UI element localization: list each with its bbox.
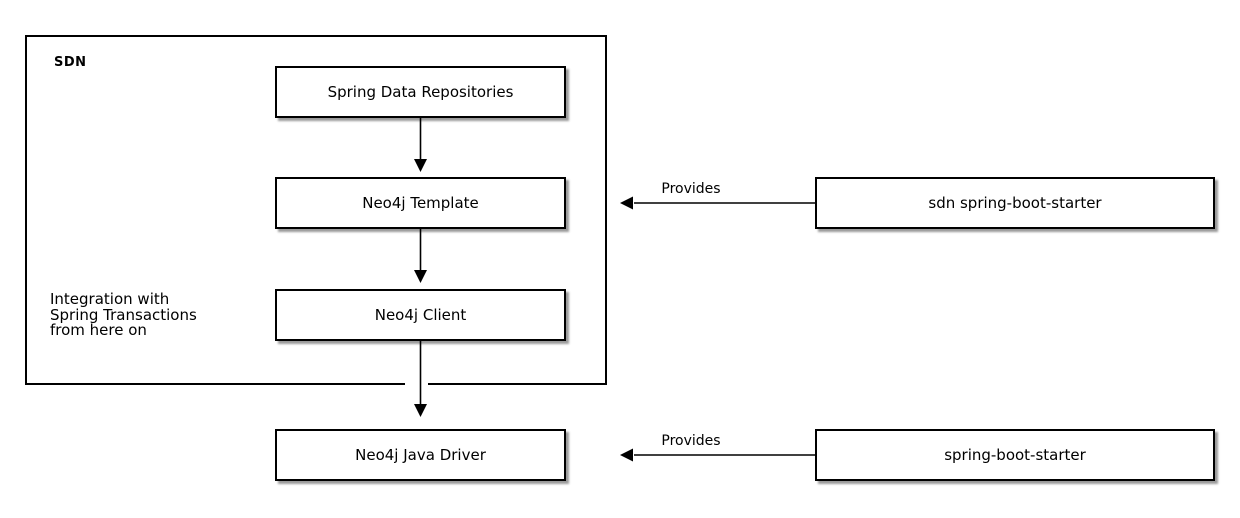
note-line-3: from here on — [50, 321, 147, 339]
arrowhead-left-icon — [620, 196, 633, 210]
node-label: spring-boot-starter — [944, 446, 1086, 464]
sdn-group-container: SDN — [25, 35, 607, 385]
node-neo4j-client: Neo4j Client — [275, 289, 566, 341]
arrowhead-down-icon — [414, 404, 427, 417]
sdn-group-label: SDN — [54, 55, 87, 70]
edge-label-provides-template: Provides — [661, 181, 721, 197]
node-sdn-spring-boot-starter: sdn spring-boot-starter — [815, 177, 1215, 229]
node-neo4j-java-driver: Neo4j Java Driver — [275, 429, 566, 481]
arrow-repositories-to-template — [414, 118, 427, 172]
border-gap-patch — [405, 381, 428, 388]
arrowhead-down-icon — [414, 159, 427, 172]
node-spring-data-repositories: Spring Data Repositories — [275, 66, 566, 118]
arrow-template-to-client — [414, 229, 427, 283]
arrow-client-to-driver — [414, 341, 427, 417]
node-label: Neo4j Template — [362, 194, 479, 212]
node-spring-boot-starter: spring-boot-starter — [815, 429, 1215, 481]
edge-label-provides-driver: Provides — [661, 433, 721, 449]
node-label: Spring Data Repositories — [327, 83, 514, 101]
node-label: Neo4j Java Driver — [355, 446, 486, 464]
arrowhead-down-icon — [414, 270, 427, 283]
node-neo4j-template: Neo4j Template — [275, 177, 566, 229]
node-label: Neo4j Client — [374, 306, 467, 324]
arrow-boot-starter-provides — [620, 448, 815, 462]
arrowhead-left-icon — [620, 448, 633, 462]
node-label: sdn spring-boot-starter — [928, 194, 1102, 212]
note-line-2: Spring Transactions — [50, 305, 197, 324]
note-spring-transactions: Integration with Spring Transactions fro… — [50, 290, 250, 339]
arrow-sdn-starter-provides — [620, 196, 815, 210]
note-line-1: Integration with — [50, 290, 170, 308]
